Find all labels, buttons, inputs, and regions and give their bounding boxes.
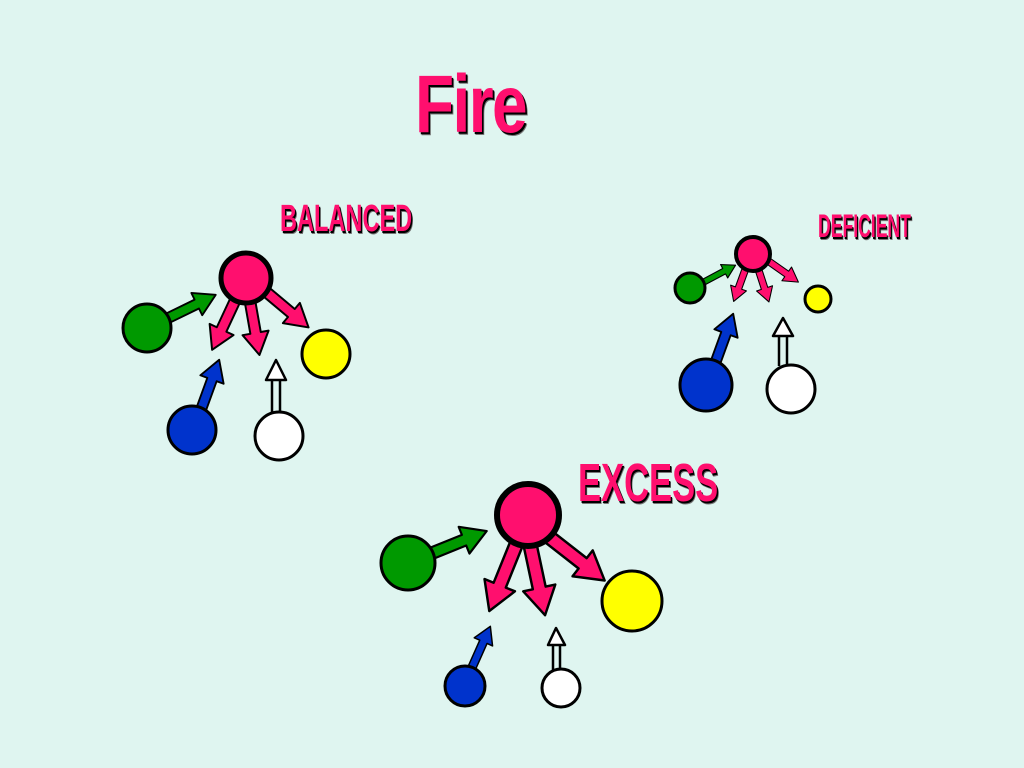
balanced-wood-circle	[121, 302, 173, 354]
balanced-fire-circle	[218, 250, 274, 306]
excess-metal-arrow	[546, 626, 567, 670]
excess-wood-circle	[379, 534, 437, 592]
balanced-metal-arrow	[264, 358, 288, 414]
excess-metal-circle	[540, 667, 582, 709]
excess-label: EXCESS	[578, 453, 719, 513]
deficient-diagram	[673, 235, 833, 415]
excess-earth-circle	[600, 569, 664, 633]
deficient-fire-circle	[734, 235, 772, 273]
deficient-metal-arrow	[771, 316, 795, 366]
excess-water-circle	[443, 664, 487, 708]
balanced-water-circle	[166, 404, 218, 456]
balanced-metal-circle	[253, 410, 305, 462]
deficient-water-circle	[678, 357, 734, 413]
deficient-wood-circle	[673, 271, 707, 305]
page-title: Fire	[415, 59, 528, 150]
excess-diagram	[379, 481, 664, 709]
balanced-earth-circle	[300, 328, 352, 380]
deficient-earth-circle	[803, 284, 833, 314]
balanced-label: BALANCED	[280, 198, 413, 240]
deficient-metal-circle	[765, 363, 817, 415]
deficient-label: DEFICIENT	[818, 208, 911, 244]
balanced-diagram	[121, 250, 352, 462]
excess-fire-circle	[494, 481, 562, 549]
